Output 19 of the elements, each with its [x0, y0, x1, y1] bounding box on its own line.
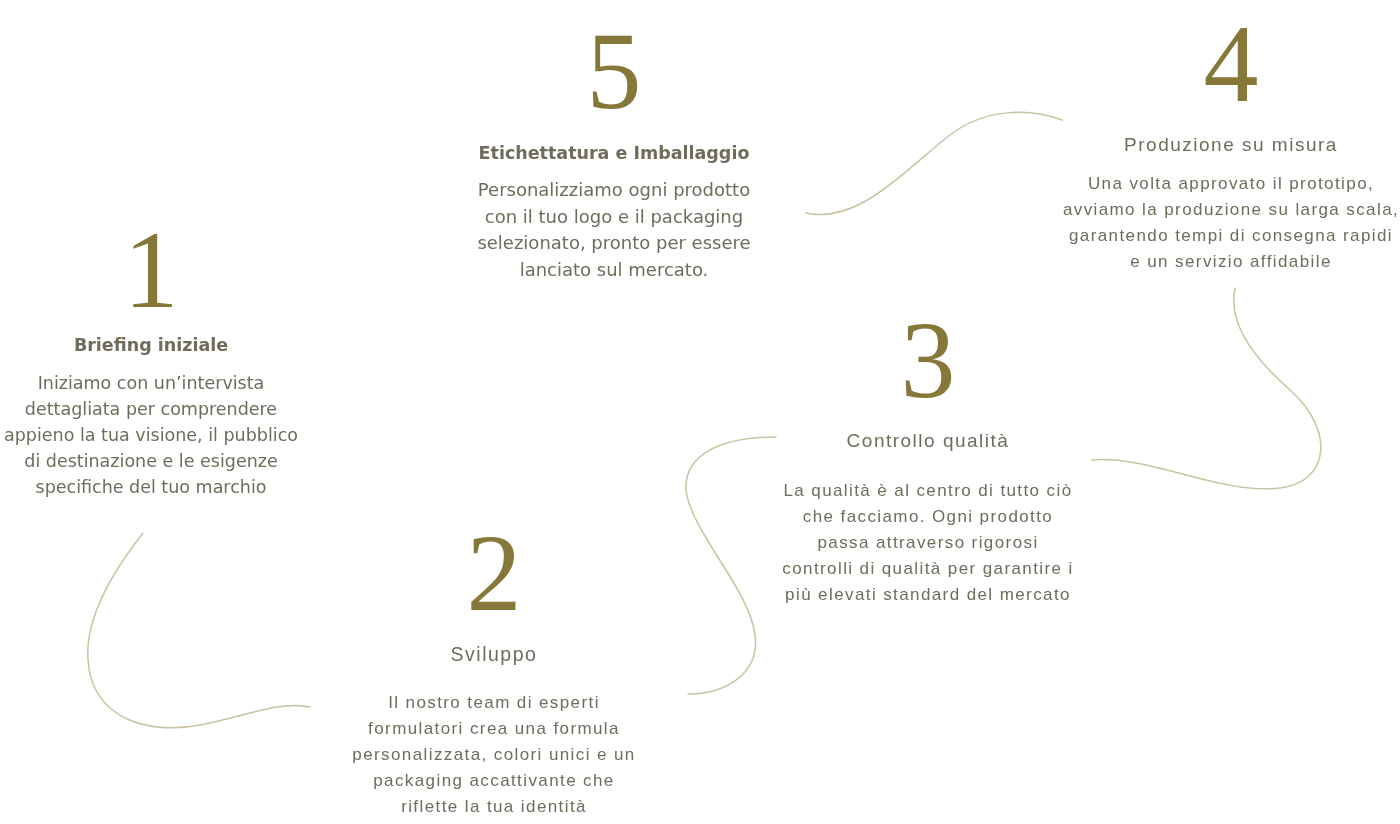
step-description: Iniziamo con un’intervista dettagliata per comprendere appieno la tua visione, il pubblico di destinazione e le esigenze specifiche del tuo marchio: [3, 372, 299, 499]
step-description: Il nostro team di esperti formulatori crea una formula personalizzata, colori unici e un packaging accattivante che riflette la tua identità: [351, 692, 637, 818]
step-heading: Etichettatura e Imballaggio: [478, 142, 750, 165]
curved-connector: [1091, 287, 1322, 490]
step-heading: Produzione su misura: [1124, 133, 1338, 157]
step-heading: Sviluppo: [450, 642, 538, 666]
step-heading: Controllo qualità: [846, 429, 1010, 453]
step-heading: Briefing iniziale: [73, 334, 229, 357]
curved-connector: [685, 436, 777, 695]
step-description: Una volta approvato il prototipo, avviamo la produzione su larga scala, garantendo tempi di consegna rapidi e un servizio affidabile: [1062, 173, 1400, 273]
step-number: 3: [900, 305, 956, 415]
step-number: 4: [1203, 9, 1259, 119]
step-number: 5: [586, 16, 642, 126]
step-description: La qualità è al centro di tutto ciò che facciamo. Ogni prodotto passa attraverso rigorosi controlli di qualità per garantire i più elevati standard del mercato: [781, 480, 1075, 606]
curved-connector: [87, 532, 311, 729]
step-number: 1: [123, 215, 179, 325]
step-number: 2: [466, 518, 522, 628]
step-description: Personalizziamo ogni prodotto con il tuo logo e il packaging selezionato, pronto per essere lanciato sul mercato.: [476, 178, 752, 283]
curved-connector: [805, 111, 1063, 216]
